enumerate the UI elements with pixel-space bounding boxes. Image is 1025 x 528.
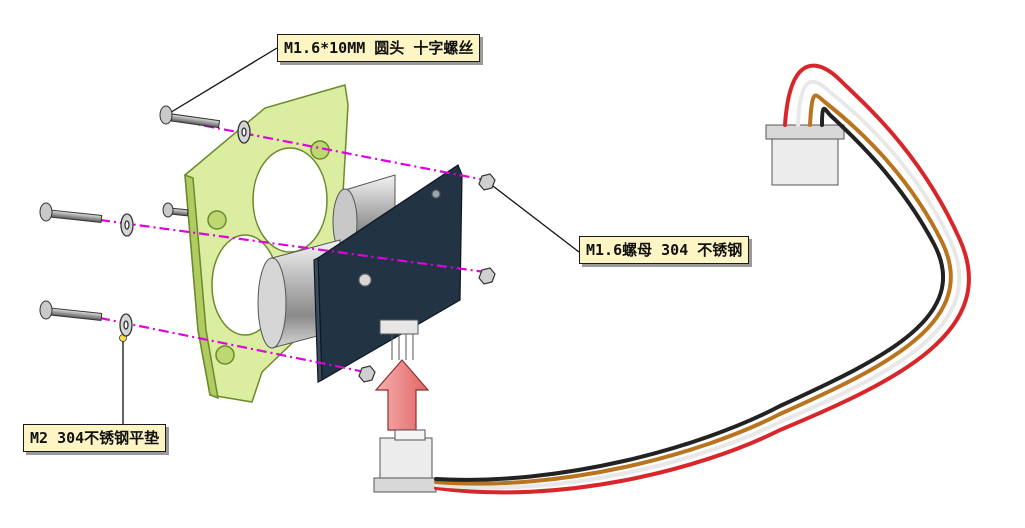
leader-lines: [122, 47, 580, 424]
nuts: [358, 173, 496, 383]
nut-top: [478, 173, 496, 191]
screw-middle: [39, 202, 103, 223]
nut-leader-line: [488, 182, 580, 253]
nut-bottom: [358, 365, 376, 383]
screw-leader-line: [167, 47, 278, 115]
screws: [39, 105, 221, 321]
screw-top: [159, 105, 221, 129]
up-arrow-icon: [374, 359, 430, 431]
wire-harness: [434, 63, 971, 495]
cable-connector-top: [765, 124, 845, 186]
screw-small: [162, 202, 189, 218]
washers: [119, 120, 251, 337]
washer-callout: M2 304不锈钢平垫: [23, 424, 167, 452]
pcb-pin-header: [379, 319, 419, 360]
cable-connector-bottom: [373, 429, 437, 493]
sensor-pcb: [313, 164, 463, 383]
nut-callout: M1.6螺母 304 不锈钢: [579, 236, 750, 264]
screw-bottom: [39, 300, 103, 321]
nut-middle: [478, 267, 496, 285]
assembly-axes: [99, 116, 486, 374]
screw-callout: M1.6*10MM 圆头 十字螺丝: [277, 34, 481, 62]
